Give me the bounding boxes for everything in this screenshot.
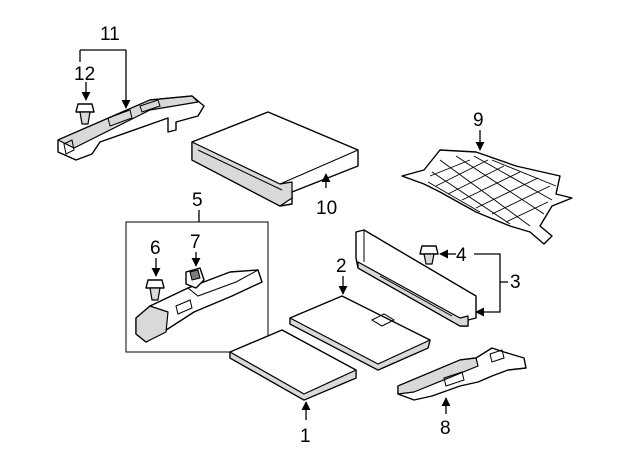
part-3-rear-panel (355, 229, 477, 327)
callout-6: 6 (150, 238, 161, 259)
callout-11: 11 (100, 24, 120, 45)
inset-box-5 (125, 221, 269, 353)
callout-1: 1 (300, 426, 311, 447)
callout-11-leaders (79, 49, 131, 109)
part-4-clip (419, 245, 439, 265)
part-8-floor-bracket (397, 347, 527, 401)
callout-10: 10 (316, 198, 337, 219)
part-10-cargo-cover (191, 111, 359, 207)
callout-12: 12 (74, 64, 95, 85)
callout-9: 9 (473, 110, 484, 131)
part-9-cargo-net (401, 149, 573, 245)
callout-3: 3 (510, 272, 521, 293)
callout-5: 5 (192, 190, 203, 211)
part-2-load-floor (289, 295, 431, 371)
part-5-side-trim (135, 269, 263, 343)
part-1-floor-mat (229, 329, 357, 401)
part-6-clip (145, 279, 165, 301)
part-11-trim-bracket (57, 95, 205, 161)
callout-3-leaders (474, 253, 508, 317)
callout-8: 8 (440, 418, 451, 439)
part-12-push-clip (75, 103, 95, 125)
callout-7: 7 (190, 232, 201, 253)
part-7-retainer (185, 267, 205, 289)
callout-4: 4 (456, 245, 467, 266)
callout-2: 2 (336, 256, 347, 277)
net-mesh (427, 155, 557, 227)
